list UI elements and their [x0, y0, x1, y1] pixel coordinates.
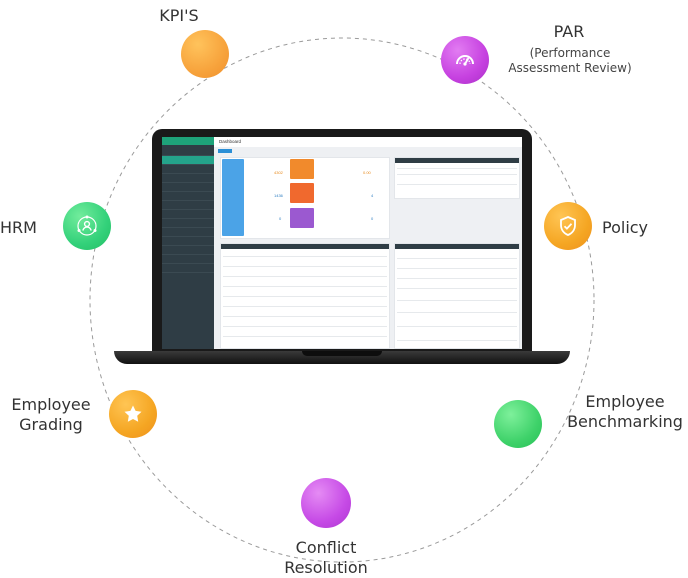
app-breadcrumb: [218, 149, 232, 153]
stat-amount: 0.00: [363, 170, 371, 175]
bottom-left-table: [220, 243, 390, 349]
laptop-bezel: Dashboard 4302 1436 0 0.00 4 0: [152, 129, 532, 357]
dashboard-screenshot: Dashboard 4302 1436 0 0.00 4 0: [162, 137, 522, 349]
stat-pending: 1436: [274, 193, 283, 198]
bottom-right-table: [394, 243, 520, 349]
hrm-label: HRM: [0, 218, 37, 237]
top-right-table: [394, 157, 520, 199]
par-sublabel: (Performance Assessment Review): [508, 46, 632, 75]
stat-small: 4: [371, 193, 374, 198]
grading-node[interactable]: [109, 390, 157, 438]
stats-card: 4302 1436 0 0.00 4 0: [220, 157, 390, 239]
grading-label: Employee Grading: [11, 395, 91, 434]
speedometer-icon: [456, 55, 474, 66]
star-icon: [124, 405, 142, 422]
stat-tile-blue: [222, 159, 244, 236]
app-sidebar: [162, 137, 214, 349]
app-title: Dashboard: [214, 137, 522, 147]
shield-check-icon: [560, 216, 576, 236]
stat-tile-orange-1: [290, 159, 314, 179]
par-node[interactable]: [441, 36, 489, 84]
conflict-node[interactable]: [301, 478, 351, 528]
laptop-mockup: Dashboard 4302 1436 0 0.00 4 0: [114, 129, 570, 364]
laptop-base: [114, 351, 570, 364]
policy-node[interactable]: [544, 202, 592, 250]
stat-tile-orange-2: [290, 183, 314, 203]
conflict-label: Conflict Resolution: [284, 538, 368, 577]
stat-tile-purple: [290, 208, 314, 228]
hrm-node[interactable]: [63, 202, 111, 250]
par-label: PAR: [553, 22, 585, 41]
policy-label: Policy: [602, 218, 649, 237]
stat-zero-2: 0: [371, 216, 374, 221]
stat-zero-1: 0: [279, 216, 282, 221]
kpis-node[interactable]: [181, 30, 229, 78]
kpis-label: KPI'S: [159, 6, 199, 25]
benchmarking-node[interactable]: [494, 400, 542, 448]
benchmarking-label: Employee Benchmarking: [567, 392, 683, 431]
laptop-notch: [302, 351, 382, 356]
people-network-icon: [77, 215, 97, 236]
stat-total: 4302: [274, 170, 283, 175]
